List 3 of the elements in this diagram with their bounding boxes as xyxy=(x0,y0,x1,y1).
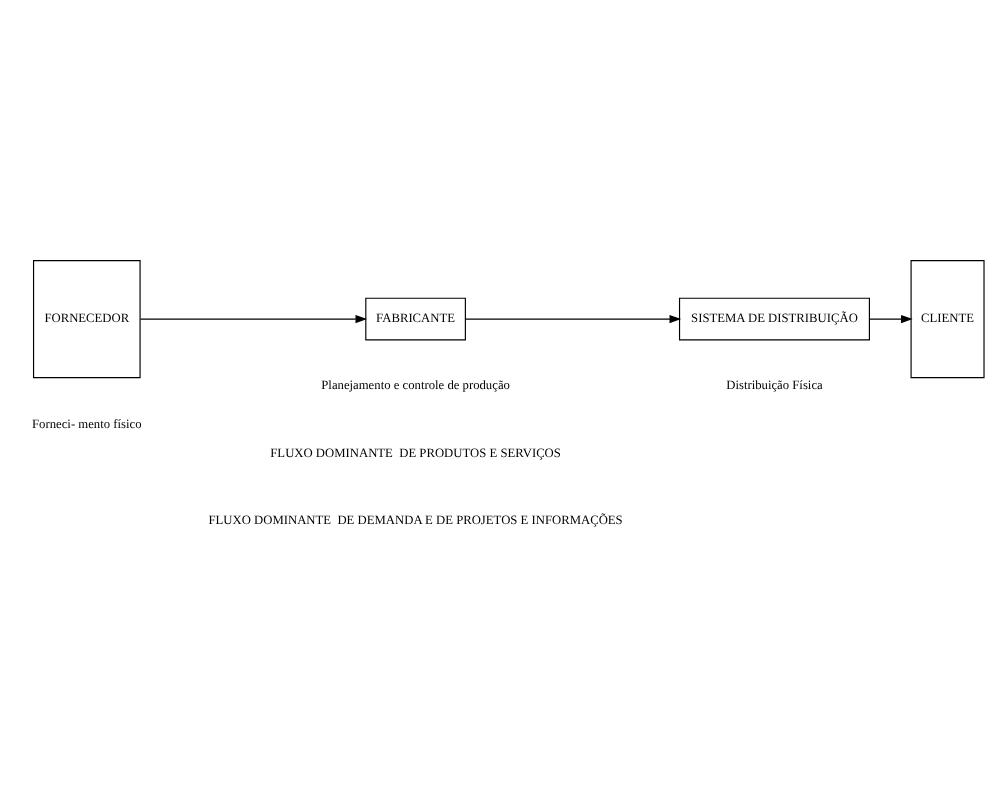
arrow xyxy=(139,315,368,324)
arrow xyxy=(868,315,913,324)
arrow xyxy=(465,315,682,324)
